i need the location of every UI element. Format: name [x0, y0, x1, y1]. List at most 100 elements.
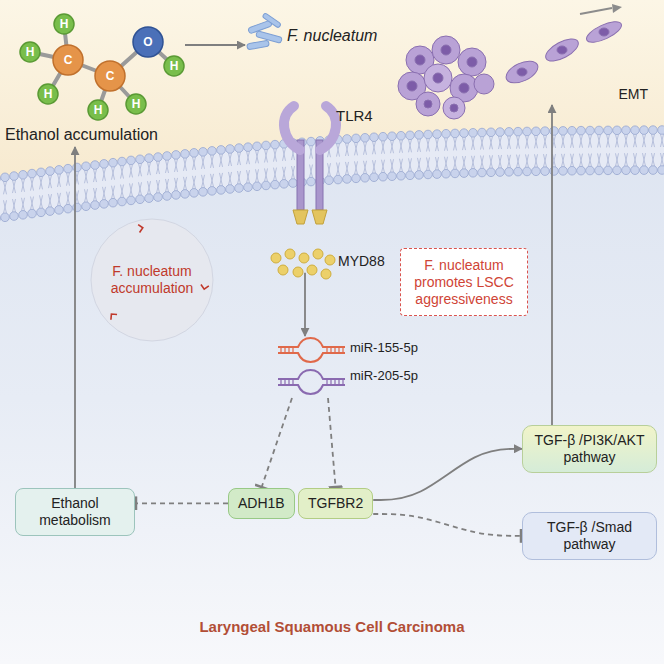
gene-box: ADH1B	[228, 488, 295, 519]
lipid-head	[271, 180, 280, 189]
lipid-tail	[355, 142, 358, 174]
lipid-tail	[139, 163, 142, 195]
atom-symbol: H	[164, 57, 184, 75]
lipid-head	[406, 171, 415, 180]
lipid-tail	[589, 135, 592, 167]
lipid-head	[451, 169, 460, 178]
lipid-head	[505, 128, 514, 137]
lipid-head	[523, 127, 532, 136]
receptor-label: TLR4	[333, 104, 376, 128]
lipid-head	[28, 169, 37, 178]
lipid-head	[649, 166, 658, 175]
emt-label: EMT	[495, 5, 660, 105]
node-text: Ethanol metabolism	[24, 495, 126, 529]
lipid-tail	[445, 138, 448, 170]
lipid-head	[370, 133, 379, 142]
lipid-head	[397, 171, 406, 180]
lipid-tail	[526, 135, 529, 167]
node-text: TGF-β /Smad pathway	[531, 519, 648, 553]
lipid-tail	[607, 134, 610, 166]
lipid-head	[217, 146, 226, 155]
lipid-tail	[67, 173, 70, 205]
lipid-head	[550, 127, 559, 136]
lipid-tail	[337, 144, 340, 176]
lipid-head	[433, 170, 442, 179]
lipid-head	[550, 167, 559, 176]
lipid-head	[361, 133, 370, 142]
lipid-tail	[49, 175, 52, 207]
atoms	[20, 14, 184, 120]
lipid-tail	[490, 136, 493, 168]
lipid-head	[46, 207, 55, 216]
lipid-head	[163, 192, 172, 201]
lipid-head	[0, 214, 1, 223]
lipid-head	[514, 127, 523, 136]
lipid-head	[46, 167, 55, 176]
lipid-head	[496, 128, 505, 137]
lipid-head	[424, 130, 433, 139]
ethanol-label: Ethanol accumulation	[3, 5, 185, 147]
lipid-tail	[481, 137, 484, 169]
lipid-head	[568, 126, 577, 135]
lipid-tail	[157, 161, 160, 193]
lipid-head	[271, 140, 280, 149]
lipid-head	[343, 135, 352, 144]
lipid-tail	[184, 158, 187, 190]
lipid-tail	[85, 170, 88, 202]
lipid-tail	[436, 138, 439, 170]
lipid-tail	[103, 168, 106, 200]
lipid-tail	[229, 153, 232, 185]
lipid-head	[370, 173, 379, 182]
lipid-head	[658, 126, 664, 135]
accumulation-circle: F. nucleatum accumulation	[90, 218, 214, 342]
lipid-head	[289, 179, 298, 188]
node-text: TGF-β /PI3K/AKT pathway	[531, 432, 648, 466]
lipid-tail	[454, 137, 457, 169]
lipid-head	[154, 153, 163, 162]
node-text: MYD88	[338, 253, 385, 270]
lipid-head	[577, 166, 586, 175]
lipid-head	[136, 155, 145, 164]
lipid-head	[28, 209, 37, 218]
lipid-head	[172, 191, 181, 200]
lipid-tail	[193, 157, 196, 189]
lipid-head	[586, 126, 595, 135]
lipid-tail	[247, 151, 250, 183]
lipid-tail	[562, 135, 565, 167]
lipid-head	[442, 129, 451, 138]
lipid-tail	[166, 160, 169, 192]
lipid-head	[226, 145, 235, 154]
lipid-head	[433, 130, 442, 139]
lipid-head	[109, 198, 118, 207]
lipid-head	[541, 167, 550, 176]
lipid-tail	[643, 134, 646, 166]
pathway-box: TGF-β /Smad pathway	[522, 512, 657, 560]
node-text: miR-205-5p	[350, 368, 418, 384]
lipid-head	[424, 170, 433, 179]
node-text: miR-155-5p	[350, 340, 418, 356]
lipid-head	[658, 166, 664, 175]
lipid-tail	[625, 134, 628, 166]
mirna-hairpins	[278, 338, 345, 394]
lipid-head	[532, 127, 541, 136]
lipid-tail	[634, 134, 637, 166]
lipid-head	[19, 211, 28, 220]
lipid-head	[568, 166, 577, 175]
lipid-head	[514, 167, 523, 176]
node-text: TLR4	[336, 107, 373, 125]
lipid-head	[595, 166, 604, 175]
process-box: Ethanol metabolism	[15, 488, 135, 536]
lipid-head	[406, 131, 415, 140]
lipid-head	[253, 142, 262, 151]
node-text: Ethanol accumulation	[5, 125, 185, 144]
lipid-head	[10, 212, 19, 221]
lipid-head	[559, 127, 568, 136]
atom-symbol: H	[20, 43, 40, 61]
lipid-head	[127, 196, 136, 205]
lipid-head	[262, 181, 271, 190]
tlr4-receptor	[284, 106, 336, 224]
lipid-tail	[598, 134, 601, 166]
lipid-head	[235, 144, 244, 153]
lipid-head	[469, 129, 478, 138]
